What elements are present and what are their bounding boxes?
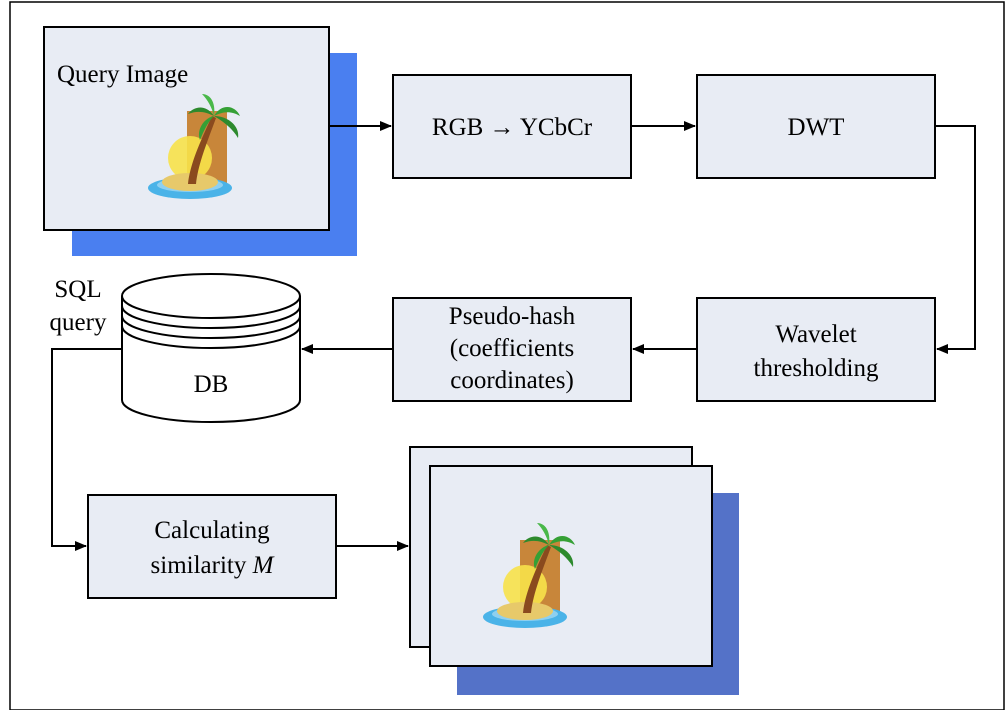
pseudo-hash-box: Pseudo-hash (coefficients coordinates) [392, 297, 632, 402]
sql-query-line2: query [50, 309, 107, 336]
arrow-dwt-to-wavelet [935, 125, 976, 354]
rgb-to-ycbcr-label: RGB → YCbCr [432, 114, 593, 141]
result-image-front [429, 465, 713, 667]
database-label: DB [194, 371, 229, 398]
sql-query-line1: SQL [54, 276, 101, 303]
query-image-label: Query Image [57, 61, 188, 88]
arrow-db-to-similarity [51, 348, 122, 551]
query-image: Query Image [43, 26, 357, 256]
wavelet-thresholding-line2: thresholding [754, 355, 879, 382]
dwt-label: DWT [788, 114, 845, 141]
query-image-frame [43, 26, 330, 231]
result-image-stack [409, 446, 739, 695]
wavelet-thresholding-box: Wavelet thresholding [696, 297, 936, 402]
calculating-similarity-line1: Calculating [154, 517, 270, 544]
dwt-box: DWT [696, 74, 936, 179]
calculating-similarity-box: Calculating similarity M [87, 494, 337, 599]
pseudo-hash-line3: coordinates) [450, 367, 574, 394]
database-cylinder: DB [121, 273, 301, 423]
pseudo-hash-line2: (coefficients [450, 335, 574, 362]
calculating-similarity-line2: similarity M [151, 552, 275, 579]
rgb-to-ycbcr-box: RGB → YCbCr [392, 74, 632, 179]
connectors [51, 121, 976, 551]
wavelet-thresholding-line1: Wavelet [775, 321, 856, 348]
pseudo-hash-line1: Pseudo-hash [449, 303, 576, 330]
